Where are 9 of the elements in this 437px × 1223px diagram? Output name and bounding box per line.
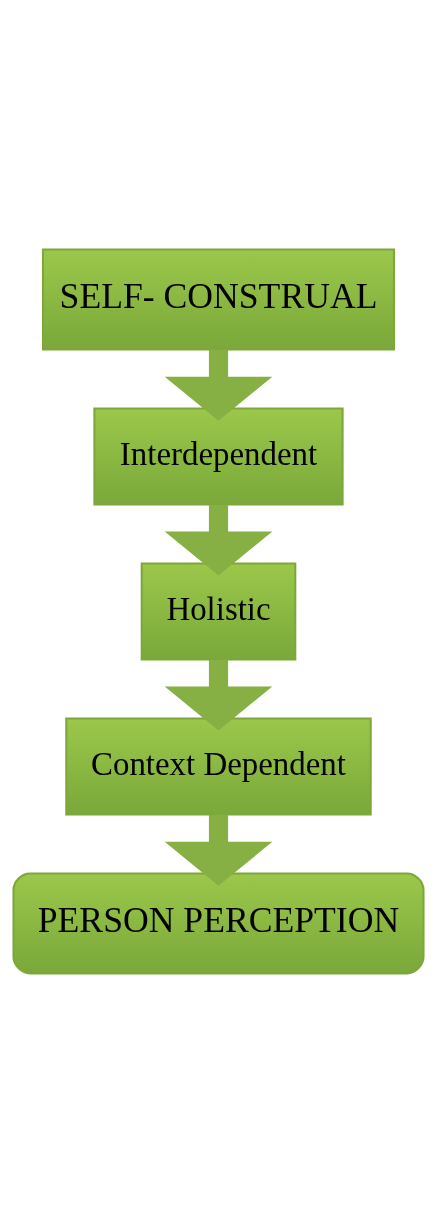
node-box: Holistic	[140, 562, 297, 661]
node-box: PERSON PERCEPTION	[12, 872, 425, 975]
node-box: Interdependent	[93, 407, 344, 506]
arrow	[164, 349, 273, 421]
arrow	[164, 504, 273, 576]
arrow	[164, 814, 273, 886]
node-box: SELF- CONSTRUAL	[41, 248, 396, 351]
arrow	[164, 659, 273, 731]
node-box: Context Dependent	[65, 717, 372, 816]
